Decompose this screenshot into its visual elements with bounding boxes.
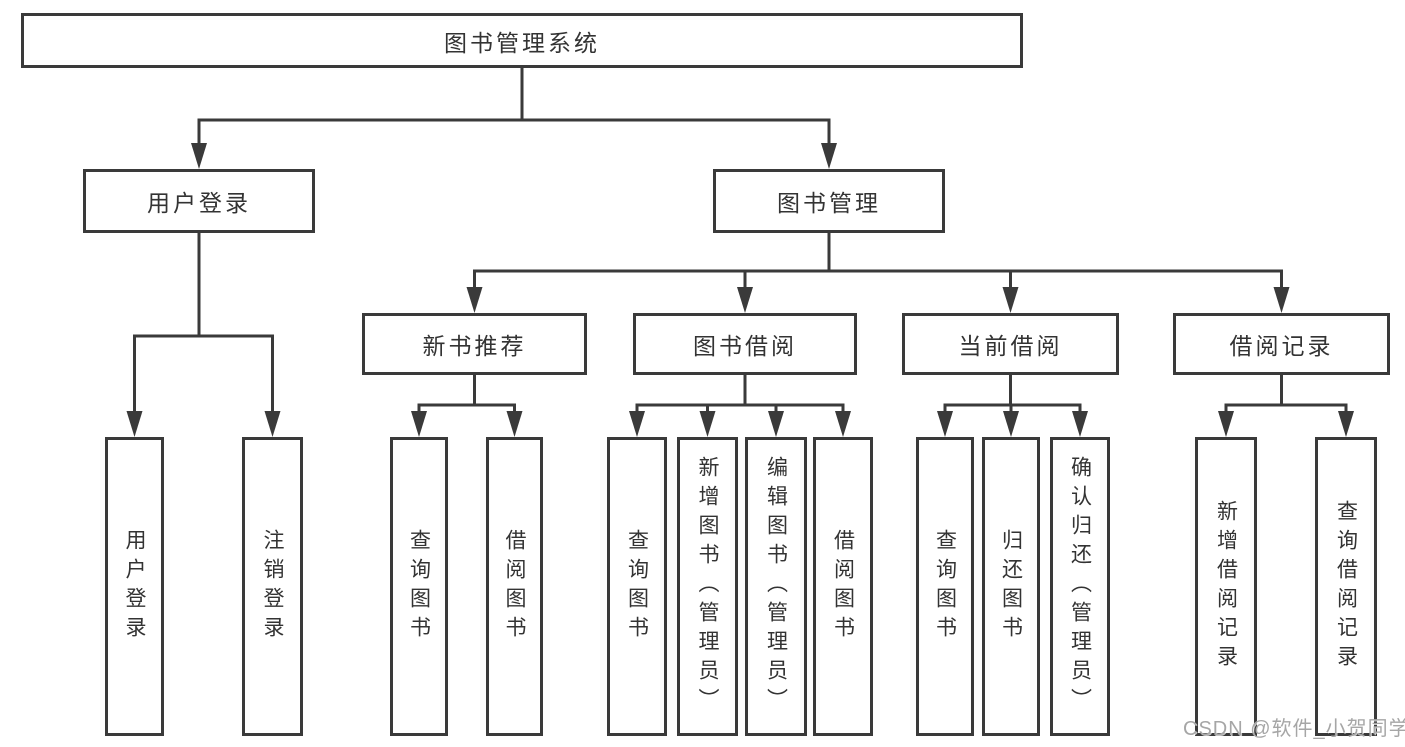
leaf-borrow-books-1: 借阅图书 [486,437,543,736]
leaf-return-books-label: 归还图书 [999,528,1023,645]
leaf-logout-login-label: 注销登录 [261,528,284,645]
node-root-label: 图书管理系统 [444,29,600,56]
arrowheads-group [126,143,1354,437]
node-book-borrow-label: 图书借阅 [693,333,797,359]
csdn-watermark: CSDN @软件_小贺同学 [1183,718,1405,740]
node-current-borrow-label: 当前借阅 [958,333,1063,359]
leaf-edit-books-admin-label: 编辑图书（管理员） [764,456,788,717]
leaf-query-borrow-record: 查询借阅记录 [1315,437,1377,736]
leaf-query-books-3: 查询图书 [916,437,974,736]
node-borrow-records-label: 借阅记录 [1229,333,1334,359]
leaf-user-login-label: 用户登录 [123,528,146,645]
node-new-book-recommend-label: 新书推荐 [422,333,527,359]
leaf-add-borrow-record: 新增借阅记录 [1195,437,1257,736]
node-user-login: 用户登录 [83,169,315,233]
leaf-query-books-3-label: 查询图书 [933,528,957,645]
node-book-management-label: 图书管理 [777,190,881,216]
node-root-system: 图书管理系统 [21,13,1023,68]
node-current-borrow: 当前借阅 [902,313,1119,375]
leaf-borrow-books-2-label: 借阅图书 [831,528,855,645]
leaf-query-books-1-label: 查询图书 [407,528,431,645]
leaf-return-books: 归还图书 [982,437,1040,736]
node-book-management: 图书管理 [713,169,945,233]
leaf-logout-login: 注销登录 [242,437,303,736]
node-user-login-label: 用户登录 [147,190,251,216]
leaf-add-borrow-record-label: 新增借阅记录 [1214,499,1238,674]
leaf-user-login: 用户登录 [105,437,164,736]
node-borrow-records: 借阅记录 [1173,313,1390,375]
leaf-query-borrow-record-label: 查询借阅记录 [1334,499,1358,674]
leaf-query-books-1: 查询图书 [390,437,448,736]
node-new-book-recommend: 新书推荐 [362,313,587,375]
leaf-query-books-2-label: 查询图书 [625,528,649,645]
leaf-edit-books-admin: 编辑图书（管理员） [745,437,807,736]
leaf-confirm-return-admin-label: 确认归还（管理员） [1068,456,1092,717]
leaf-borrow-books-1-label: 借阅图书 [503,528,526,645]
leaf-borrow-books-2: 借阅图书 [813,437,873,736]
leaf-query-books-2: 查询图书 [607,437,667,736]
leaf-add-books-admin: 新增图书（管理员） [677,437,738,736]
leaf-confirm-return-admin: 确认归还（管理员） [1050,437,1110,736]
node-book-borrow: 图书借阅 [633,313,857,375]
leaf-add-books-admin-label: 新增图书（管理员） [696,456,719,717]
